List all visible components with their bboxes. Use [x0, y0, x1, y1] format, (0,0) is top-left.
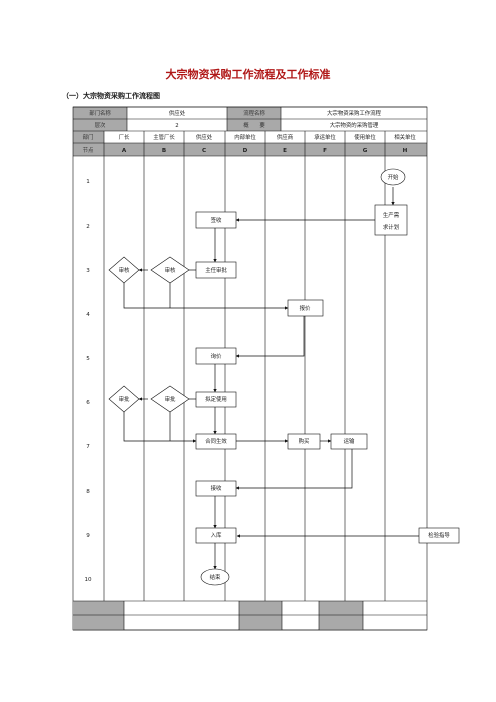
dept-col-e: 供应商	[277, 133, 294, 141]
dept-col-c: 供应处	[196, 133, 213, 141]
letter-col-d: D	[243, 148, 248, 154]
letter-col-f: F	[323, 148, 327, 154]
summary-label: 概 要	[243, 121, 265, 129]
node-numbers: 1 2 3 4 5 6 7 8 9 10	[84, 179, 92, 583]
node-row-label: 节点	[83, 147, 94, 154]
node-3: 3	[86, 268, 90, 274]
letter-col-c: C	[202, 148, 206, 154]
svg-text:主任审批: 主任审批	[205, 266, 227, 274]
svg-text:检验指导: 检验指导	[428, 531, 450, 539]
sign-box: 签收	[195, 211, 237, 229]
letter-col-g: G	[363, 148, 368, 154]
transport-box: 运输	[330, 433, 368, 450]
connectors	[123, 187, 419, 570]
document-title: 大宗物资采购工作流程及工作标准	[165, 68, 331, 81]
end-terminal: 结束	[200, 568, 230, 586]
quote-box: 报价	[287, 299, 324, 317]
node-8: 8	[86, 489, 90, 495]
svg-text:购买: 购买	[299, 437, 310, 445]
review-diamond-b: 审核	[150, 256, 190, 284]
dept-col-d: 内部单位	[234, 133, 256, 141]
inquiry-box: 询价	[195, 347, 237, 365]
inspection-box: 检验指导	[418, 527, 460, 544]
flowchart-subtitle: （一）大宗物资采购工作流程图	[62, 92, 160, 100]
summary-label-fill	[227, 119, 281, 131]
level-label: 层次	[95, 121, 106, 129]
approve-diamond-a: 审批	[108, 385, 140, 413]
node-10: 10	[84, 577, 92, 583]
plan-box: 生产需 求计划	[374, 204, 408, 236]
node-4: 4	[86, 312, 90, 318]
draft-use-box: 拟定使用	[195, 391, 237, 408]
svg-text:审核: 审核	[165, 266, 176, 274]
swimlane-grid	[72, 106, 428, 631]
node-7: 7	[86, 444, 90, 450]
svg-text:开始: 开始	[388, 173, 399, 181]
dept-row-label: 部门	[83, 133, 94, 141]
svg-text:接收: 接收	[211, 484, 222, 492]
dept-col-a: 厂长	[119, 133, 130, 141]
svg-text:签收: 签收	[211, 216, 222, 224]
svg-text:报价: 报价	[300, 304, 311, 312]
letter-col-e: E	[283, 148, 287, 154]
header-table: 部门名称 供应处 流程名称 大宗物资采购工作流程 层次 2 概 要 大宗物资的采…	[73, 106, 427, 157]
svg-text:运输: 运输	[344, 437, 355, 445]
dept-col-h: 相关单位	[394, 133, 416, 141]
review-diamond-a: 审核	[108, 256, 140, 284]
director-approve-box: 主任审批	[195, 261, 237, 279]
node-1: 1	[86, 179, 90, 185]
start-terminal: 开始	[380, 168, 406, 186]
svg-text:审核: 审核	[119, 266, 130, 274]
dept-name-label: 部门名称	[89, 109, 111, 117]
svg-text:生产需: 生产需	[383, 211, 400, 219]
svg-text:入库: 入库	[211, 531, 222, 539]
letter-col-a: A	[122, 148, 127, 154]
node-5: 5	[86, 356, 90, 362]
summary-value: 大宗物资的采购管理	[330, 121, 379, 129]
approve-diamond-b: 审批	[150, 385, 190, 413]
warehouse-box: 入库	[195, 527, 237, 544]
letter-col-h: H	[403, 148, 408, 154]
svg-text:求计划: 求计划	[383, 223, 399, 231]
flow-name-label: 流程名称	[243, 109, 265, 117]
node-9: 9	[86, 533, 90, 539]
svg-text:拟定使用: 拟定使用	[205, 395, 227, 403]
svg-text:审批: 审批	[119, 395, 130, 403]
node-2: 2	[86, 224, 90, 230]
footer-table	[73, 600, 427, 631]
flow-name-value: 大宗物资采购工作流程	[327, 109, 382, 117]
dept-col-g: 使用单位	[354, 133, 376, 141]
purchase-box: 购买	[287, 433, 321, 450]
svg-text:审批: 审批	[165, 395, 176, 403]
dept-col-b: 主管厂长	[153, 133, 175, 141]
letter-row-fill	[73, 143, 427, 156]
receive-box: 接收	[195, 480, 237, 497]
contract-box: 合同生效	[195, 433, 237, 450]
level-label-fill	[73, 119, 127, 131]
svg-text:询价: 询价	[211, 352, 222, 360]
node-6: 6	[86, 400, 90, 406]
svg-text:合同生效: 合同生效	[205, 437, 227, 445]
letter-col-b: B	[162, 148, 166, 154]
dept-col-f: 承运单位	[314, 133, 336, 141]
svg-text:结束: 结束	[210, 573, 221, 581]
dept-name-value: 供应处	[169, 109, 186, 117]
level-value: 2	[175, 123, 178, 129]
